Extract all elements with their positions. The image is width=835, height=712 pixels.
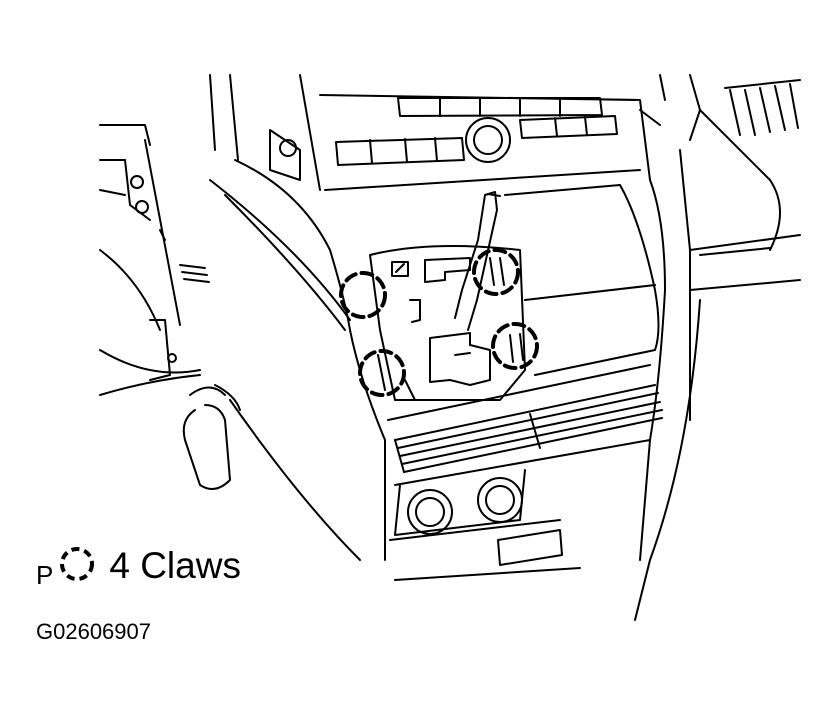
center-console — [234, 149, 701, 621]
claw-markers — [339, 248, 539, 397]
claw-tabs — [377, 257, 524, 391]
claw-marker-upper-right — [472, 248, 520, 296]
figure-id: G02606907 — [36, 619, 151, 644]
legend-prefix: P — [36, 560, 54, 590]
claw-marker-lower-right — [491, 322, 539, 370]
claw-marker-upper-left — [339, 271, 387, 319]
legend: P 4 Claws — [36, 540, 241, 590]
dashboard-upper — [209, 74, 701, 191]
dashed-circle-icon — [60, 547, 95, 581]
left-side-panel — [99, 124, 361, 561]
right-vent — [689, 79, 801, 291]
legend-label: 4 Claws — [109, 545, 241, 586]
claw-marker-lower-left — [358, 349, 406, 397]
